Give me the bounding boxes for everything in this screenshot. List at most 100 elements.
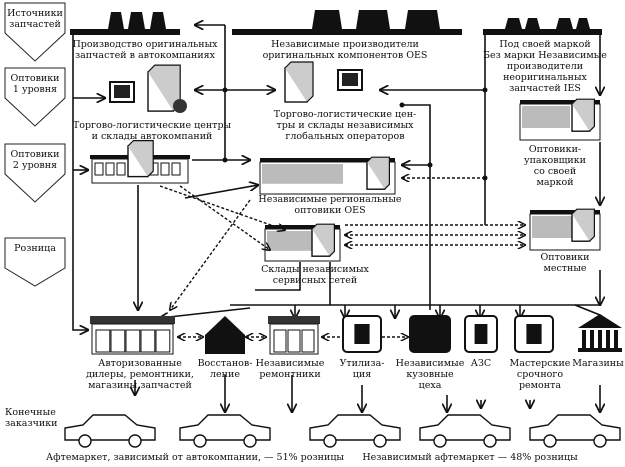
glyph: [354, 324, 370, 344]
window: [273, 329, 287, 353]
window: [171, 162, 181, 176]
text-line: Источники: [7, 8, 63, 19]
retail-label: Магазины: [572, 358, 624, 369]
glyph: [526, 324, 542, 344]
text-line: срочного: [517, 369, 563, 380]
dependent-aftermarket-caption: Афтемаркет, зависимый от автокомпании, —…: [46, 452, 344, 463]
text-line: Торгово-логистические центры: [73, 120, 232, 131]
car-body: [529, 414, 621, 441]
window: [125, 329, 141, 353]
text-line: Независимые: [396, 358, 465, 369]
roof: [520, 100, 600, 104]
text-line: Оптовики-: [529, 144, 581, 155]
text-line: заказчики: [5, 418, 58, 429]
roof: [530, 210, 600, 214]
text-line: неоригинальных: [503, 72, 587, 83]
screen: [114, 85, 130, 98]
computer-icon: [337, 69, 363, 91]
chimney-icon: [525, 18, 540, 29]
retail-label: Утилиза-ция: [340, 358, 385, 380]
car-icon: [529, 414, 621, 448]
server-icon: [127, 140, 154, 178]
level-label: Розница: [14, 243, 56, 254]
window: [155, 329, 171, 353]
text-line: сервисных сетей: [273, 275, 357, 286]
line: [574, 304, 601, 316]
car-icon: [309, 414, 401, 448]
store-building-icon: [578, 314, 622, 352]
tow-disposal-icon: [342, 315, 382, 353]
tow-truck-icon: [514, 315, 554, 353]
chimney-icon: [505, 18, 522, 29]
retail-label: АЗС: [471, 358, 491, 369]
retail-label: Восстанов-ление: [198, 358, 253, 380]
column: [606, 330, 610, 348]
globe-icon: [173, 99, 187, 113]
text-line: ремонта: [519, 380, 561, 391]
bodyshop-icon: [409, 315, 451, 353]
level-marker: [4, 2, 66, 62]
dash: [159, 185, 285, 230]
server-side: [571, 98, 595, 132]
server-side: [127, 140, 154, 178]
column: [582, 330, 586, 348]
server-icon: [284, 61, 314, 103]
wheel: [193, 434, 207, 448]
screen: [342, 73, 358, 86]
text-line: Независимые региональные: [258, 194, 402, 205]
dash: [170, 199, 251, 310]
oem-factory-icon: [70, 12, 180, 35]
wall: [532, 216, 574, 238]
line: [255, 262, 301, 291]
storefront: [269, 323, 319, 355]
server-side: [571, 208, 595, 242]
wheel: [373, 434, 387, 448]
oem-vertical-line: [72, 35, 88, 330]
text-line: Мастерские: [510, 358, 571, 369]
car-body: [64, 414, 156, 441]
text-line: упаковщики: [524, 155, 586, 166]
repair-shop-icon: [268, 316, 320, 355]
text-line: глобальных операторов: [285, 131, 404, 142]
server-icon: [571, 98, 595, 132]
ies-factory-icon: [483, 18, 602, 35]
factory-roof: [70, 29, 180, 35]
chimney-icon: [576, 18, 590, 29]
car-body: [179, 414, 271, 441]
glyph: [422, 324, 438, 344]
text-line: кузовные: [406, 369, 454, 380]
car-body: [419, 414, 511, 441]
arrow: [224, 25, 250, 160]
column: [614, 330, 618, 348]
wheel: [433, 434, 447, 448]
wheel: [543, 434, 557, 448]
window: [95, 329, 111, 353]
text-line: Под своей маркой: [499, 39, 590, 50]
chimney-icon: [150, 12, 166, 29]
junction-dot: [222, 87, 228, 93]
car-icon: [179, 414, 271, 448]
text-line: АЗС: [471, 358, 491, 369]
text-line: магазины запчастей: [88, 380, 192, 391]
chimney-icon: [356, 10, 390, 29]
level-marker: [4, 143, 66, 203]
text-line: Торгово-логистические цен-: [274, 109, 417, 120]
factory-roof: [232, 29, 462, 35]
text-line: местные: [543, 263, 586, 274]
server-side: [366, 156, 390, 190]
text-line: 1 уровня: [13, 84, 57, 95]
